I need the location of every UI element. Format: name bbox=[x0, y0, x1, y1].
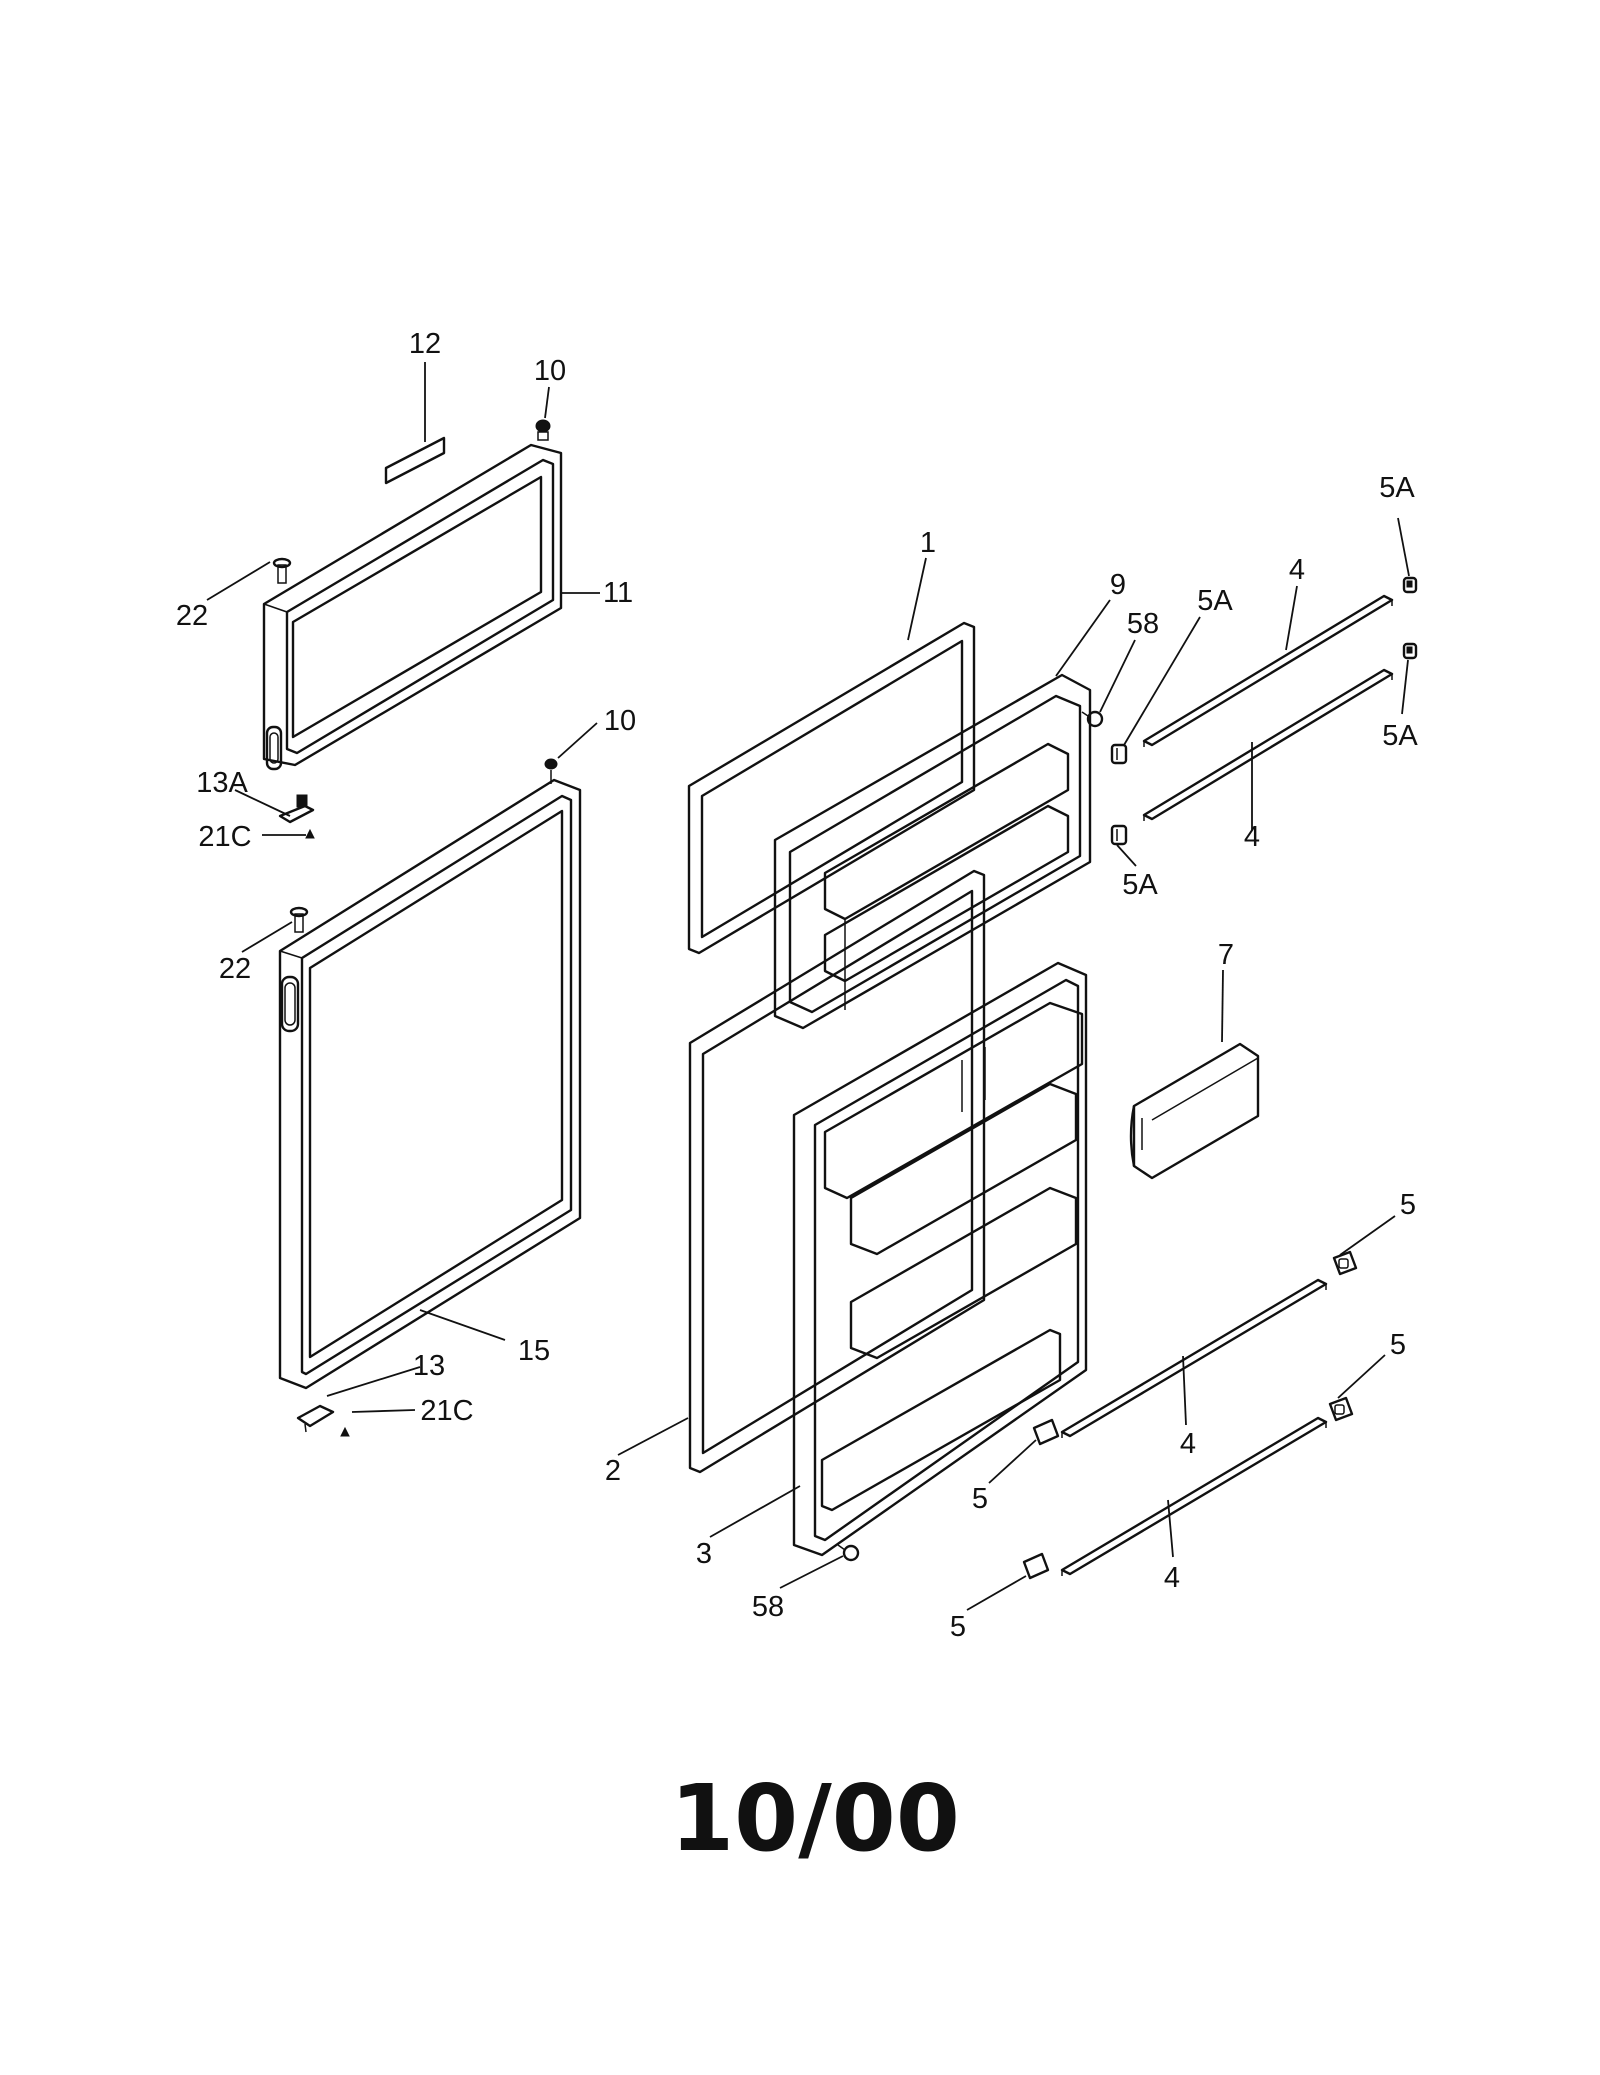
callout-13A: 13A bbox=[196, 767, 248, 799]
callout-labels: 12 10 22 11 13A 21C 10 22 15 13 21C 1 9 … bbox=[176, 328, 1419, 1643]
callout-22-top: 22 bbox=[176, 600, 208, 632]
part-1-freezer-door-gasket bbox=[687, 621, 976, 955]
part-2-fresh-food-door-gasket bbox=[688, 869, 986, 1474]
callout-21C-lower: 21C bbox=[420, 1395, 473, 1427]
part-5-end-cap-right-upper bbox=[1332, 1250, 1358, 1276]
callout-4-freezer-lower: 4 bbox=[1244, 821, 1260, 853]
part-5-end-cap-left-lower bbox=[1022, 1552, 1050, 1580]
callout-15: 15 bbox=[518, 1335, 550, 1367]
part-22-hinge-pin-lower bbox=[289, 906, 309, 933]
callout-4-fresh-lower: 4 bbox=[1164, 1562, 1180, 1594]
callout-22-lower: 22 bbox=[219, 953, 251, 985]
leader-lines bbox=[206, 362, 1410, 1611]
callout-9: 9 bbox=[1110, 569, 1126, 601]
part-58-screw-top bbox=[1081, 710, 1104, 728]
callout-3: 3 bbox=[696, 1538, 712, 1570]
part-10-hinge-cap-top bbox=[535, 419, 551, 441]
part-9-freezer-door-liner bbox=[773, 673, 1092, 1030]
callout-58-top: 58 bbox=[1127, 608, 1159, 640]
part-3-fresh-food-door-liner bbox=[792, 961, 1088, 1557]
part-13-bottom-hinge-bracket bbox=[296, 1404, 335, 1433]
callout-4-freezer-upper: 4 bbox=[1289, 554, 1305, 586]
callout-4-fresh-upper: 4 bbox=[1180, 1428, 1196, 1460]
part-4-trim-strip-fresh-food-upper bbox=[1060, 1278, 1328, 1438]
part-22-hinge-pin-top bbox=[272, 557, 292, 584]
callout-13: 13 bbox=[413, 1350, 445, 1382]
callout-10-lower: 10 bbox=[604, 705, 636, 737]
drawing-revision-code: 10/00 bbox=[670, 1765, 960, 1872]
part-4-trim-strip-freezer-upper bbox=[1142, 594, 1394, 747]
callout-5A-left-lower: 5A bbox=[1122, 869, 1158, 901]
part-5A-end-cap-left-lower bbox=[1110, 824, 1128, 846]
callout-5-right-upper: 5 bbox=[1400, 1189, 1416, 1221]
callout-2: 2 bbox=[605, 1455, 621, 1487]
part-4-trim-strip-freezer-lower bbox=[1142, 668, 1394, 821]
callout-5-left-lower: 5 bbox=[950, 1611, 966, 1643]
callout-7: 7 bbox=[1218, 939, 1234, 971]
callout-1: 1 bbox=[920, 527, 936, 559]
callout-11: 11 bbox=[603, 577, 633, 609]
part-13A-hinge-bracket bbox=[278, 794, 315, 824]
part-5-end-cap-left-upper bbox=[1032, 1418, 1060, 1446]
callout-21C-top: 21C bbox=[198, 821, 251, 853]
callout-58-lower: 58 bbox=[752, 1591, 784, 1623]
part-5A-end-cap-left-upper bbox=[1110, 743, 1128, 765]
callout-5-left-upper: 5 bbox=[972, 1483, 988, 1515]
part-21C-screw-lower bbox=[340, 1426, 350, 1437]
part-5A-end-cap-right-lower bbox=[1402, 642, 1418, 660]
callout-12: 12 bbox=[409, 328, 441, 360]
callout-5-right-lower: 5 bbox=[1390, 1329, 1406, 1361]
callout-10-top: 10 bbox=[534, 355, 566, 387]
part-12-label-plate bbox=[384, 436, 446, 485]
callout-5A-left-upper: 5A bbox=[1197, 585, 1233, 617]
callout-5A-right-upper: 5A bbox=[1379, 472, 1415, 504]
part-21C-screw-top bbox=[305, 828, 315, 839]
part-5-end-cap-right-lower bbox=[1328, 1396, 1354, 1422]
part-7-dairy-compartment-door bbox=[1129, 1042, 1260, 1180]
part-5A-end-cap-right-upper bbox=[1402, 576, 1418, 594]
part-11-freezer-door-frame bbox=[262, 443, 563, 771]
callout-5A-right-lower: 5A bbox=[1382, 720, 1418, 752]
part-58-screw-lower bbox=[837, 1544, 860, 1562]
part-4-trim-strip-fresh-food-lower bbox=[1060, 1416, 1328, 1576]
part-15-fresh-food-door-frame bbox=[278, 778, 582, 1390]
